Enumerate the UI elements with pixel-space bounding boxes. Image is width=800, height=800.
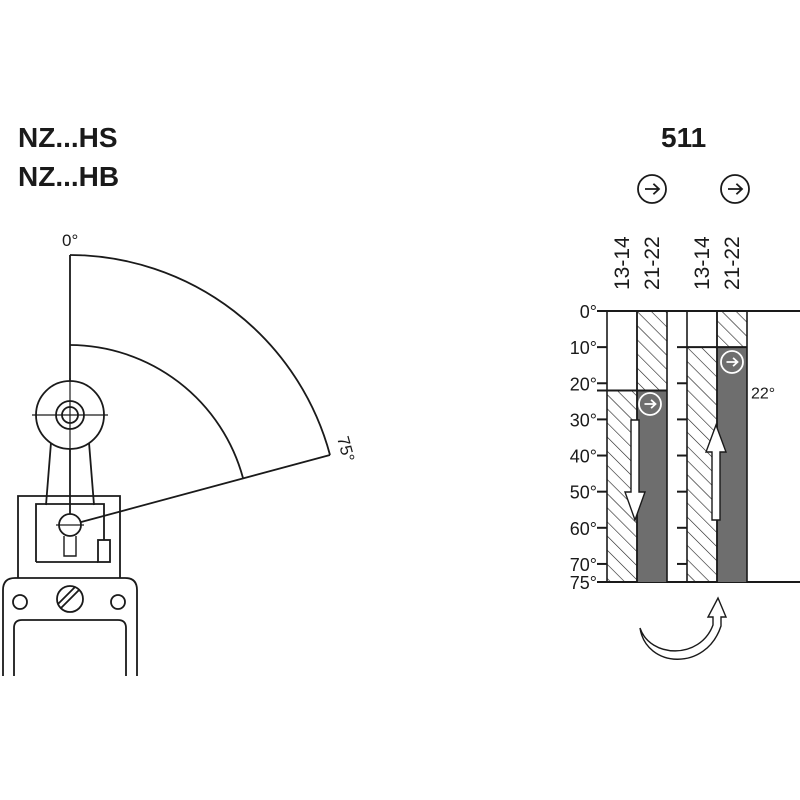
contact-column-label: 21-22 — [721, 236, 744, 290]
limit-switch-drawing — [2, 254, 331, 676]
direction-arrow-icon — [720, 350, 744, 374]
direction-arrow-glyph — [726, 357, 739, 367]
scale-label: 50° — [570, 483, 597, 503]
model-title-1: NZ...HS — [18, 122, 118, 153]
travel-arrow-up — [704, 422, 728, 521]
contact-band — [717, 311, 747, 348]
direction-arrow-icon — [638, 392, 662, 416]
direction-arrow-glyph — [644, 399, 657, 409]
scale-label: 20° — [570, 374, 597, 394]
return-arrow-icon — [639, 596, 728, 660]
contact-column-label: 21-22 — [641, 236, 664, 290]
contact-band — [637, 390, 667, 582]
scale-label: 10° — [570, 338, 597, 358]
scale-label: 70° — [570, 555, 597, 575]
scale-label: 75° — [570, 573, 597, 593]
switch-point-label: 22° — [751, 385, 775, 402]
direction-arrow-circle — [720, 350, 744, 374]
direction-arrow-circle — [638, 392, 662, 416]
scale-label: 60° — [570, 519, 597, 539]
contact-band — [637, 311, 667, 391]
scale-label: 0° — [580, 302, 597, 322]
switch-head — [17, 495, 121, 578]
rotation-angle-sector — [69, 254, 331, 526]
direction-arrow-glyph — [728, 183, 744, 195]
scale-label: 40° — [570, 447, 597, 467]
switch-body — [2, 577, 138, 676]
scale-label: 30° — [570, 410, 597, 430]
travel-arrow-down — [624, 419, 646, 523]
model-title-2: NZ...HB — [18, 161, 120, 192]
angle-start-label: 0° — [62, 231, 78, 250]
direction-arrow-glyph — [645, 183, 661, 195]
contact-band — [717, 347, 747, 582]
contact-diagram: 0° 10° 20° 30° 40° 50° 60° 70°75° 22° 13-14 21-22 1… — [570, 174, 800, 660]
diagram-number: 511 — [661, 122, 707, 153]
contact-column-label: 13-14 — [611, 236, 634, 290]
contact-column-label: 13-14 — [691, 236, 714, 290]
direction-arrow-icon — [720, 174, 750, 204]
angle-end-label: 75° — [333, 434, 358, 464]
direction-arrow-icon — [637, 174, 667, 204]
roller — [32, 378, 108, 452]
